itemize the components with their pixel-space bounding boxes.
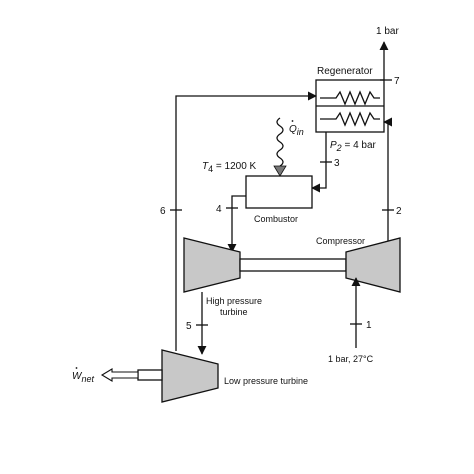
state-7-label: 7 — [394, 76, 400, 87]
lp-turbine-shaft — [137, 369, 163, 381]
hp-turbine — [183, 237, 241, 293]
lp-turbine — [161, 349, 219, 403]
stream-6-line — [175, 91, 317, 351]
outlet-pressure-label: 1 bar — [376, 26, 399, 37]
combustor-label: Combustor — [254, 214, 298, 224]
stream-4-line — [227, 195, 246, 253]
state-3-label: 3 — [334, 158, 340, 169]
p2-label: P2 = 4 bar — [330, 140, 377, 153]
state-6-label: 6 — [160, 206, 166, 217]
w-net-arrow — [100, 368, 139, 382]
q-in-dot — [291, 120, 294, 122]
hp-turbine-label-line1: High pressure — [206, 296, 262, 306]
compressor — [345, 237, 401, 293]
state-5-label: 5 — [186, 321, 192, 332]
state-4-label: 4 — [216, 204, 222, 215]
w-net-label: Wnet — [72, 371, 94, 384]
t4-label: T4 = 1200 K — [202, 161, 257, 174]
compressor-shaft — [239, 258, 347, 272]
heat-input-arrowhead — [273, 165, 287, 177]
hp-turbine-label-line2: turbine — [220, 307, 248, 317]
inlet-conditions-label: 1 bar, 27°C — [328, 354, 374, 364]
stream-2-line — [383, 117, 393, 248]
state-1-label: 1 — [366, 320, 372, 331]
regenerator-coil-top — [320, 90, 380, 106]
q-in-label: Qin — [289, 124, 304, 137]
lp-turbine-label: Low pressure turbine — [224, 376, 308, 386]
state-2-label: 2 — [396, 206, 402, 217]
heat-input-squiggle — [276, 117, 284, 167]
combustor — [245, 175, 313, 209]
regenerator-label: Regenerator — [317, 66, 373, 77]
compressor-label: Compressor — [316, 236, 365, 246]
regenerator-coil-bottom — [320, 111, 380, 127]
stream-3-line — [311, 132, 327, 193]
w-net-dot — [75, 367, 78, 369]
